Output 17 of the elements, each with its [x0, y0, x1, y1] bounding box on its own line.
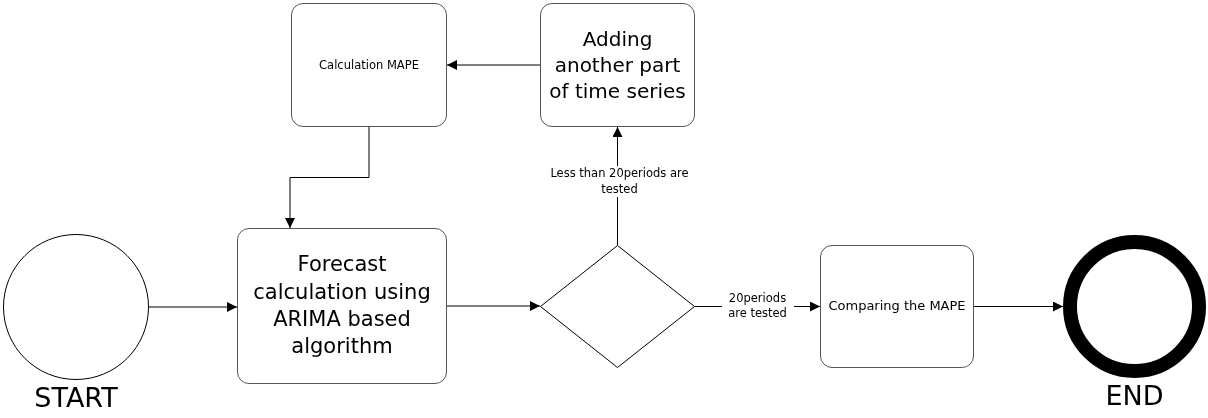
- decision-diamond: [540, 245, 695, 368]
- arrow: [973, 301, 1064, 312]
- terminal-label: END: [1104, 380, 1165, 411]
- box-text: Comparing the MAPE: [828, 298, 966, 315]
- arrow: [446, 301, 541, 311]
- box-text: Forecast calculation using ARIMA based algorithm: [252, 251, 432, 361]
- process-box: [237, 228, 447, 384]
- end-circle: [1063, 235, 1206, 378]
- terminal-label: START: [33, 382, 119, 413]
- box-text: Calculation MAPE: [319, 57, 419, 73]
- process-box: [291, 3, 447, 127]
- process-box: [820, 245, 974, 368]
- process-box: [540, 3, 695, 127]
- arrow: [285, 126, 370, 229]
- arrow: [148, 302, 238, 312]
- box-text: Adding another part of time series: [548, 26, 687, 104]
- arrow: [446, 60, 541, 70]
